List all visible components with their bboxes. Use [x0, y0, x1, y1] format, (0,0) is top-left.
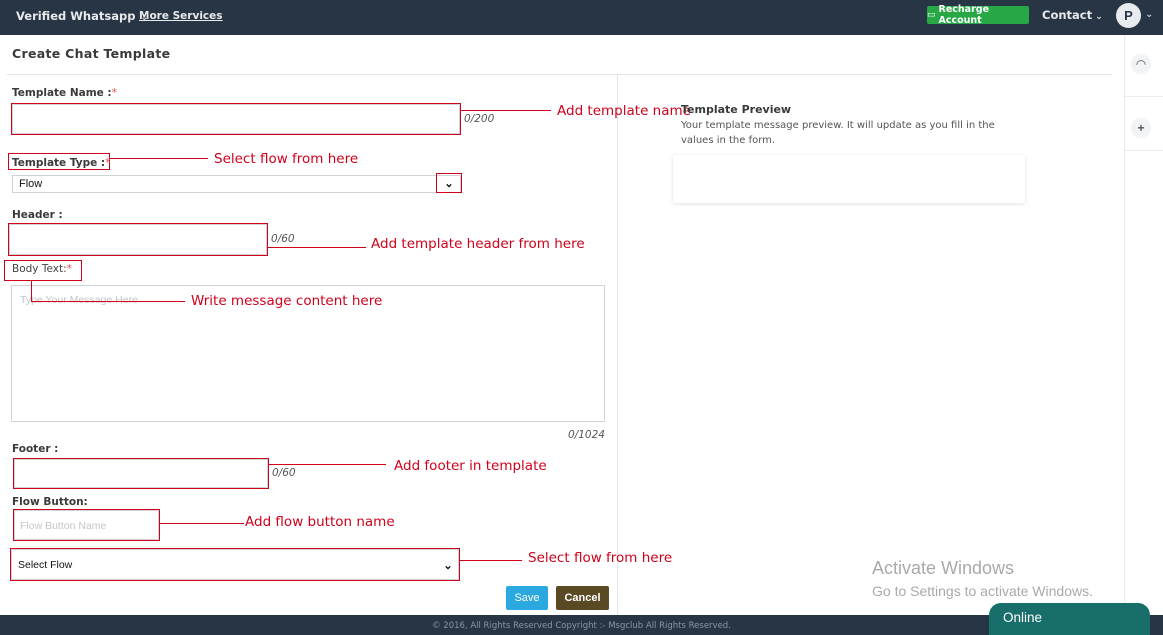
recharge-label: Recharge Account: [938, 4, 990, 26]
annotation-select-flow: Select flow from here: [528, 550, 673, 566]
annotation-line: [110, 158, 208, 159]
preview-title: Template Preview: [681, 103, 792, 116]
brand-menu[interactable]: Verified Whatsapp ⌄: [16, 9, 148, 23]
chevron-down-icon: ⌄: [1092, 12, 1103, 22]
page-title: Create Chat Template: [12, 46, 171, 61]
annotation-header: Add template header from here: [371, 236, 585, 252]
annotation-body: Write message content here: [191, 293, 383, 309]
flow-button-placeholder: Flow Button Name: [20, 520, 107, 532]
brand-label: Verified Whatsapp: [16, 9, 136, 23]
body-text-label: Body Text:*: [12, 263, 72, 275]
required-marker: *: [111, 87, 117, 99]
required-marker: *: [66, 263, 72, 275]
divider: [7, 74, 1112, 75]
preview-description: Your template message preview. It will u…: [681, 120, 995, 146]
avatar[interactable]: P: [1116, 3, 1141, 28]
chevron-down-icon: ⌄: [137, 13, 149, 23]
headset-icon[interactable]: ◠: [1131, 54, 1151, 74]
body-text-counter: 0/1024: [568, 429, 605, 441]
plus-icon[interactable]: +: [1131, 118, 1151, 138]
activation-watermark-title: Activate Windows: [872, 558, 1015, 578]
required-marker: *: [105, 157, 111, 169]
body-text-placeholder: Type Your Message Here: [20, 294, 138, 306]
chevron-down-icon[interactable]: ⌄: [1145, 9, 1154, 20]
annotation-line: [160, 523, 244, 524]
body-text-textarea[interactable]: Type Your Message Here: [11, 285, 605, 422]
recharge-account-button[interactable]: ▭ Recharge Account: [927, 4, 1029, 26]
header-input[interactable]: [9, 224, 267, 255]
flow-button-label: Flow Button:: [12, 496, 88, 508]
cancel-button[interactable]: Cancel: [556, 586, 609, 610]
select-flow-dropdown[interactable]: Select Flow: [11, 549, 459, 580]
online-chat-widget[interactable]: Online: [989, 603, 1150, 635]
annotation-box: [13, 458, 269, 489]
annotation-line: [31, 301, 185, 302]
body-text-label-text: Body Text:: [12, 263, 67, 275]
divider: [617, 75, 618, 615]
annotation-footer: Add footer in template: [394, 458, 547, 474]
template-name-input[interactable]: [12, 104, 460, 134]
template-type-label-text: Template Type :: [12, 157, 106, 169]
template-name-counter: 0/200: [464, 113, 495, 125]
footer-label: Footer :: [12, 443, 59, 455]
template-name-label-text: Template Name :: [12, 87, 112, 99]
divider: [1124, 150, 1163, 151]
page-footer: © 2016, All Rights Reserved Copyright :-…: [0, 615, 1163, 635]
divider: [1124, 96, 1163, 97]
chevron-down-icon: ⌄: [443, 559, 453, 572]
template-type-selected: Flow: [19, 178, 43, 190]
select-flow-selected: Select Flow: [18, 558, 73, 571]
footer-counter: 0/60: [272, 467, 296, 479]
annotation-line: [269, 464, 386, 465]
wallet-icon: ▭: [927, 10, 936, 20]
annotation-box: [11, 103, 461, 135]
flow-button-input[interactable]: Flow Button Name: [14, 510, 159, 540]
top-navbar: Verified Whatsapp ⌄ More Services ▭ Rech…: [0, 0, 1163, 35]
template-type-label: Template Type :*: [12, 157, 110, 169]
annotation-flow-button: Add flow button name: [245, 514, 395, 530]
activation-watermark-text: Go to Settings to activate Windows.: [872, 583, 1093, 599]
chevron-down-icon[interactable]: ⌄: [436, 173, 462, 193]
header-label: Header :: [12, 209, 63, 221]
header-counter: 0/60: [271, 233, 295, 245]
footer-input[interactable]: [14, 459, 268, 488]
template-name-label: Template Name :*: [12, 87, 117, 99]
annotation-box: [13, 509, 160, 541]
save-button[interactable]: Save: [506, 586, 548, 610]
annotation-line: [268, 247, 366, 248]
template-type-select[interactable]: Flow: [12, 175, 461, 193]
annotation-line: [31, 281, 32, 301]
annotation-line: [461, 110, 551, 111]
annotation-template-name: Add template name: [557, 103, 691, 119]
annotation-box: [8, 153, 110, 170]
annotation-box: [8, 223, 268, 256]
annotation-line: [460, 560, 522, 561]
more-services-link[interactable]: More Services: [139, 10, 223, 22]
contact-label: Contact: [1042, 8, 1093, 22]
contact-menu[interactable]: Contact ⌄: [1042, 8, 1103, 22]
annotation-box: [10, 548, 460, 581]
annotation-template-type: Select flow from here: [214, 151, 359, 167]
annotation-box: [4, 260, 82, 281]
preview-card: [673, 155, 1025, 203]
